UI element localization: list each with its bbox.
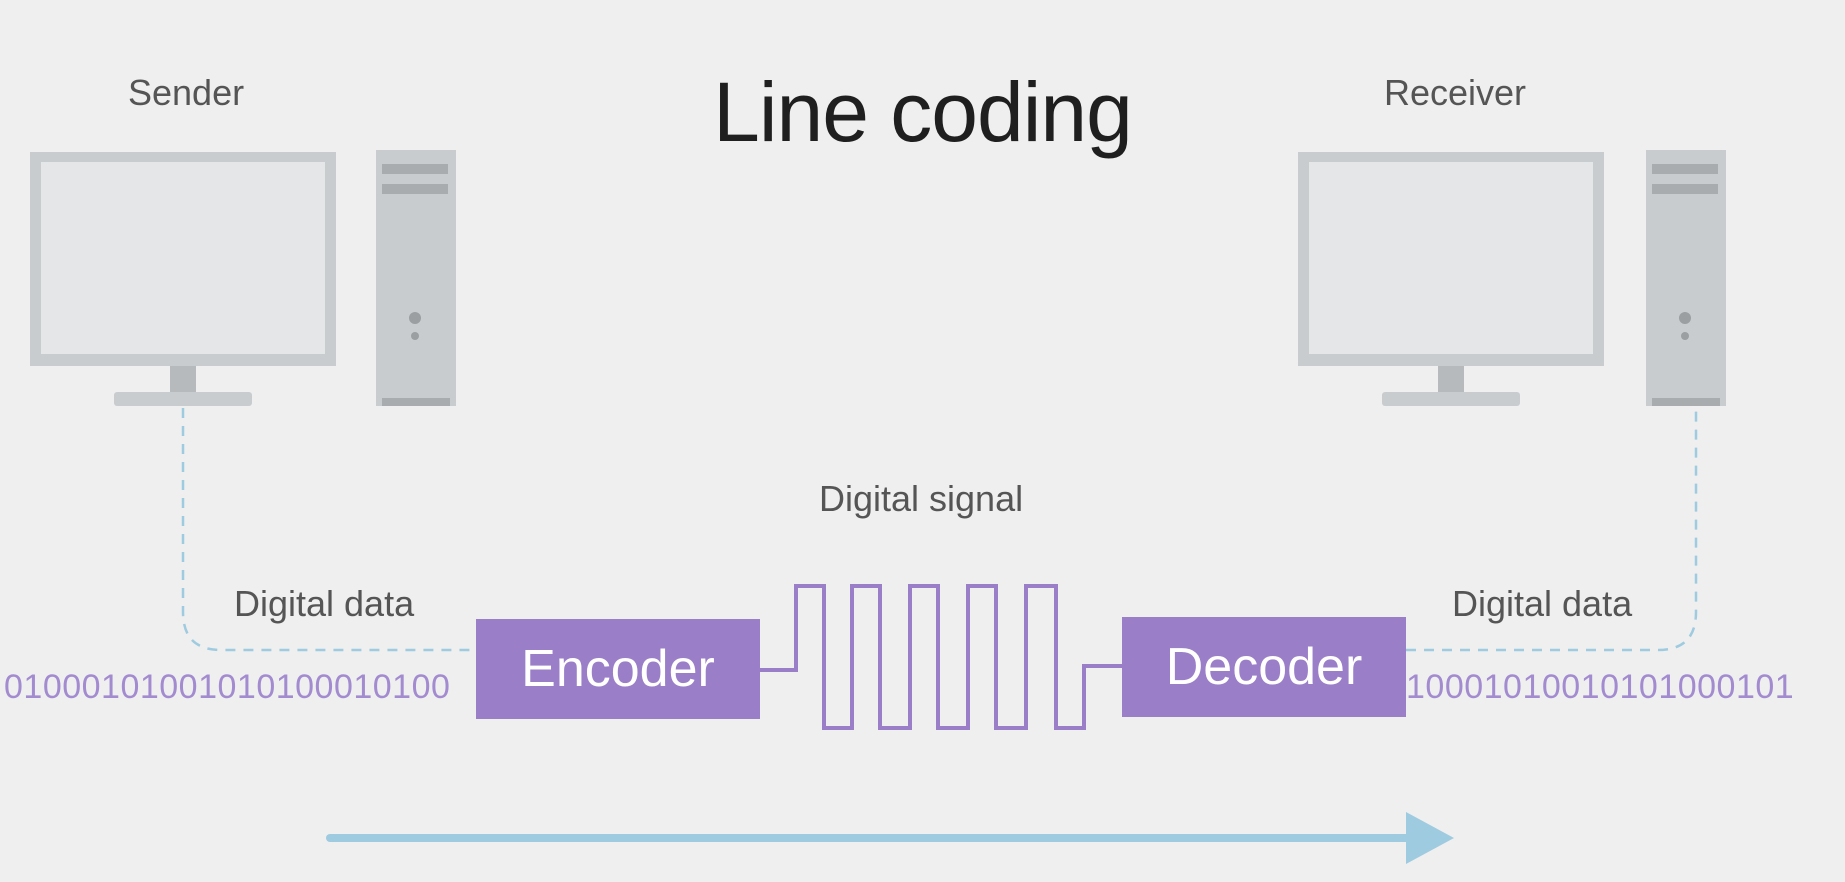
left-dashed-connector bbox=[181, 408, 476, 652]
receiver-tower-icon bbox=[1646, 150, 1726, 406]
sender-label: Sender bbox=[128, 72, 245, 113]
line-coding-diagram bbox=[30, 150, 1726, 864]
encoder-box: Encoder bbox=[476, 619, 760, 719]
receiver-monitor-icon bbox=[1298, 152, 1604, 406]
left-bit-stream: 01000101001010100010100 bbox=[4, 668, 451, 706]
right-digital-data-label: Digital data bbox=[1452, 583, 1633, 624]
left-digital-data-label: Digital data bbox=[234, 583, 415, 624]
direction-arrow-icon bbox=[326, 812, 1454, 864]
decoder-box: Decoder bbox=[1122, 617, 1406, 717]
right-bit-stream: 10001010010101000101 bbox=[1406, 668, 1795, 706]
digital-signal-label: Digital signal bbox=[819, 478, 1024, 519]
page-title: Line coding bbox=[713, 65, 1133, 159]
sender-tower-icon bbox=[376, 150, 456, 406]
receiver-label: Receiver bbox=[1384, 72, 1527, 113]
sender-monitor-icon bbox=[30, 152, 336, 406]
right-dashed-connector bbox=[1406, 408, 1698, 652]
digital-signal-wave bbox=[760, 584, 1122, 730]
